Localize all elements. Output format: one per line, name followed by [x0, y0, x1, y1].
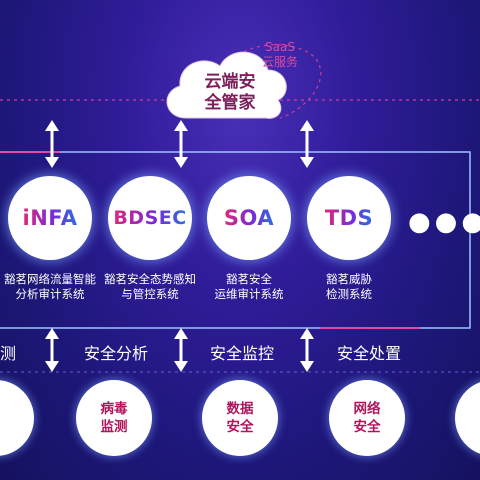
upper-arrow-heads	[45, 120, 314, 168]
product-circle-soa: SOA	[207, 176, 291, 260]
product-desc-soa: 豁茗安全 运维审计系统	[189, 272, 309, 302]
product-frame	[0, 151, 471, 329]
desc-line2: 分析审计系统	[15, 287, 85, 301]
service-circle-data-security: 数据 安全	[202, 380, 278, 456]
cloud-title-line2: 全管家	[204, 93, 256, 113]
product-circle-bdsec: BDSEC	[108, 176, 192, 260]
saas-dashed-arc	[243, 44, 322, 119]
desc-line2: 检测系统	[326, 287, 372, 301]
layer-label-monitoring: 测	[0, 344, 17, 363]
product-name: SOA	[223, 206, 275, 230]
service-line1: 数据	[226, 401, 254, 417]
product-circle-infa: iNFA	[8, 176, 92, 260]
more-products-ellipsis: ●●●	[408, 207, 480, 237]
layer-label-analysis: 安全分析	[84, 344, 149, 363]
lower-arrow-heads	[45, 328, 314, 372]
product-desc-bdsec: 豁茗安全态势感知 与管控系统	[90, 272, 210, 302]
desc-line1: 豁茗安全态势感知	[104, 272, 196, 286]
cloud-title-line1: 云端安	[204, 72, 256, 92]
saas-label-line2: 云服务	[261, 55, 298, 69]
layer-label-response: 安全处置	[337, 344, 402, 363]
service-line1: 病毒	[100, 401, 128, 417]
cloud-title: 云端安 全管家	[190, 72, 270, 114]
saas-label: SaaS 云服务	[252, 40, 308, 70]
product-name: iNFA	[22, 206, 78, 230]
desc-line1: 豁茗安全	[226, 272, 272, 286]
service-line1: 网络	[353, 401, 381, 417]
service-circle-network-security: 网络 安全	[329, 380, 405, 456]
desc-line1: 豁茗网络流量智能	[4, 272, 96, 286]
layer-label-monitor-control: 安全监控	[210, 344, 275, 363]
desc-line2: 运维审计系统	[214, 287, 284, 301]
lower-arrows	[50, 334, 309, 366]
upper-arrows	[50, 126, 309, 162]
cloud-shape	[166, 51, 287, 119]
desc-line2: 与管控系统	[121, 287, 179, 301]
service-line2: 安全	[353, 419, 381, 435]
service-line2: 安全	[226, 419, 254, 435]
service-line2: 监测	[100, 419, 128, 435]
service-circle-virus-monitoring: 病毒 监测	[76, 380, 152, 456]
product-name: TDS	[324, 206, 374, 230]
desc-line1: 豁茗威胁	[326, 272, 372, 286]
product-name: BDSEC	[113, 207, 187, 229]
product-desc-tds: 豁茗威胁 检测系统	[289, 272, 409, 302]
product-desc-infa: 豁茗网络流量智能 分析审计系统	[0, 272, 110, 302]
product-circle-tds: TDS	[307, 176, 391, 260]
saas-label-line1: SaaS	[265, 40, 295, 54]
